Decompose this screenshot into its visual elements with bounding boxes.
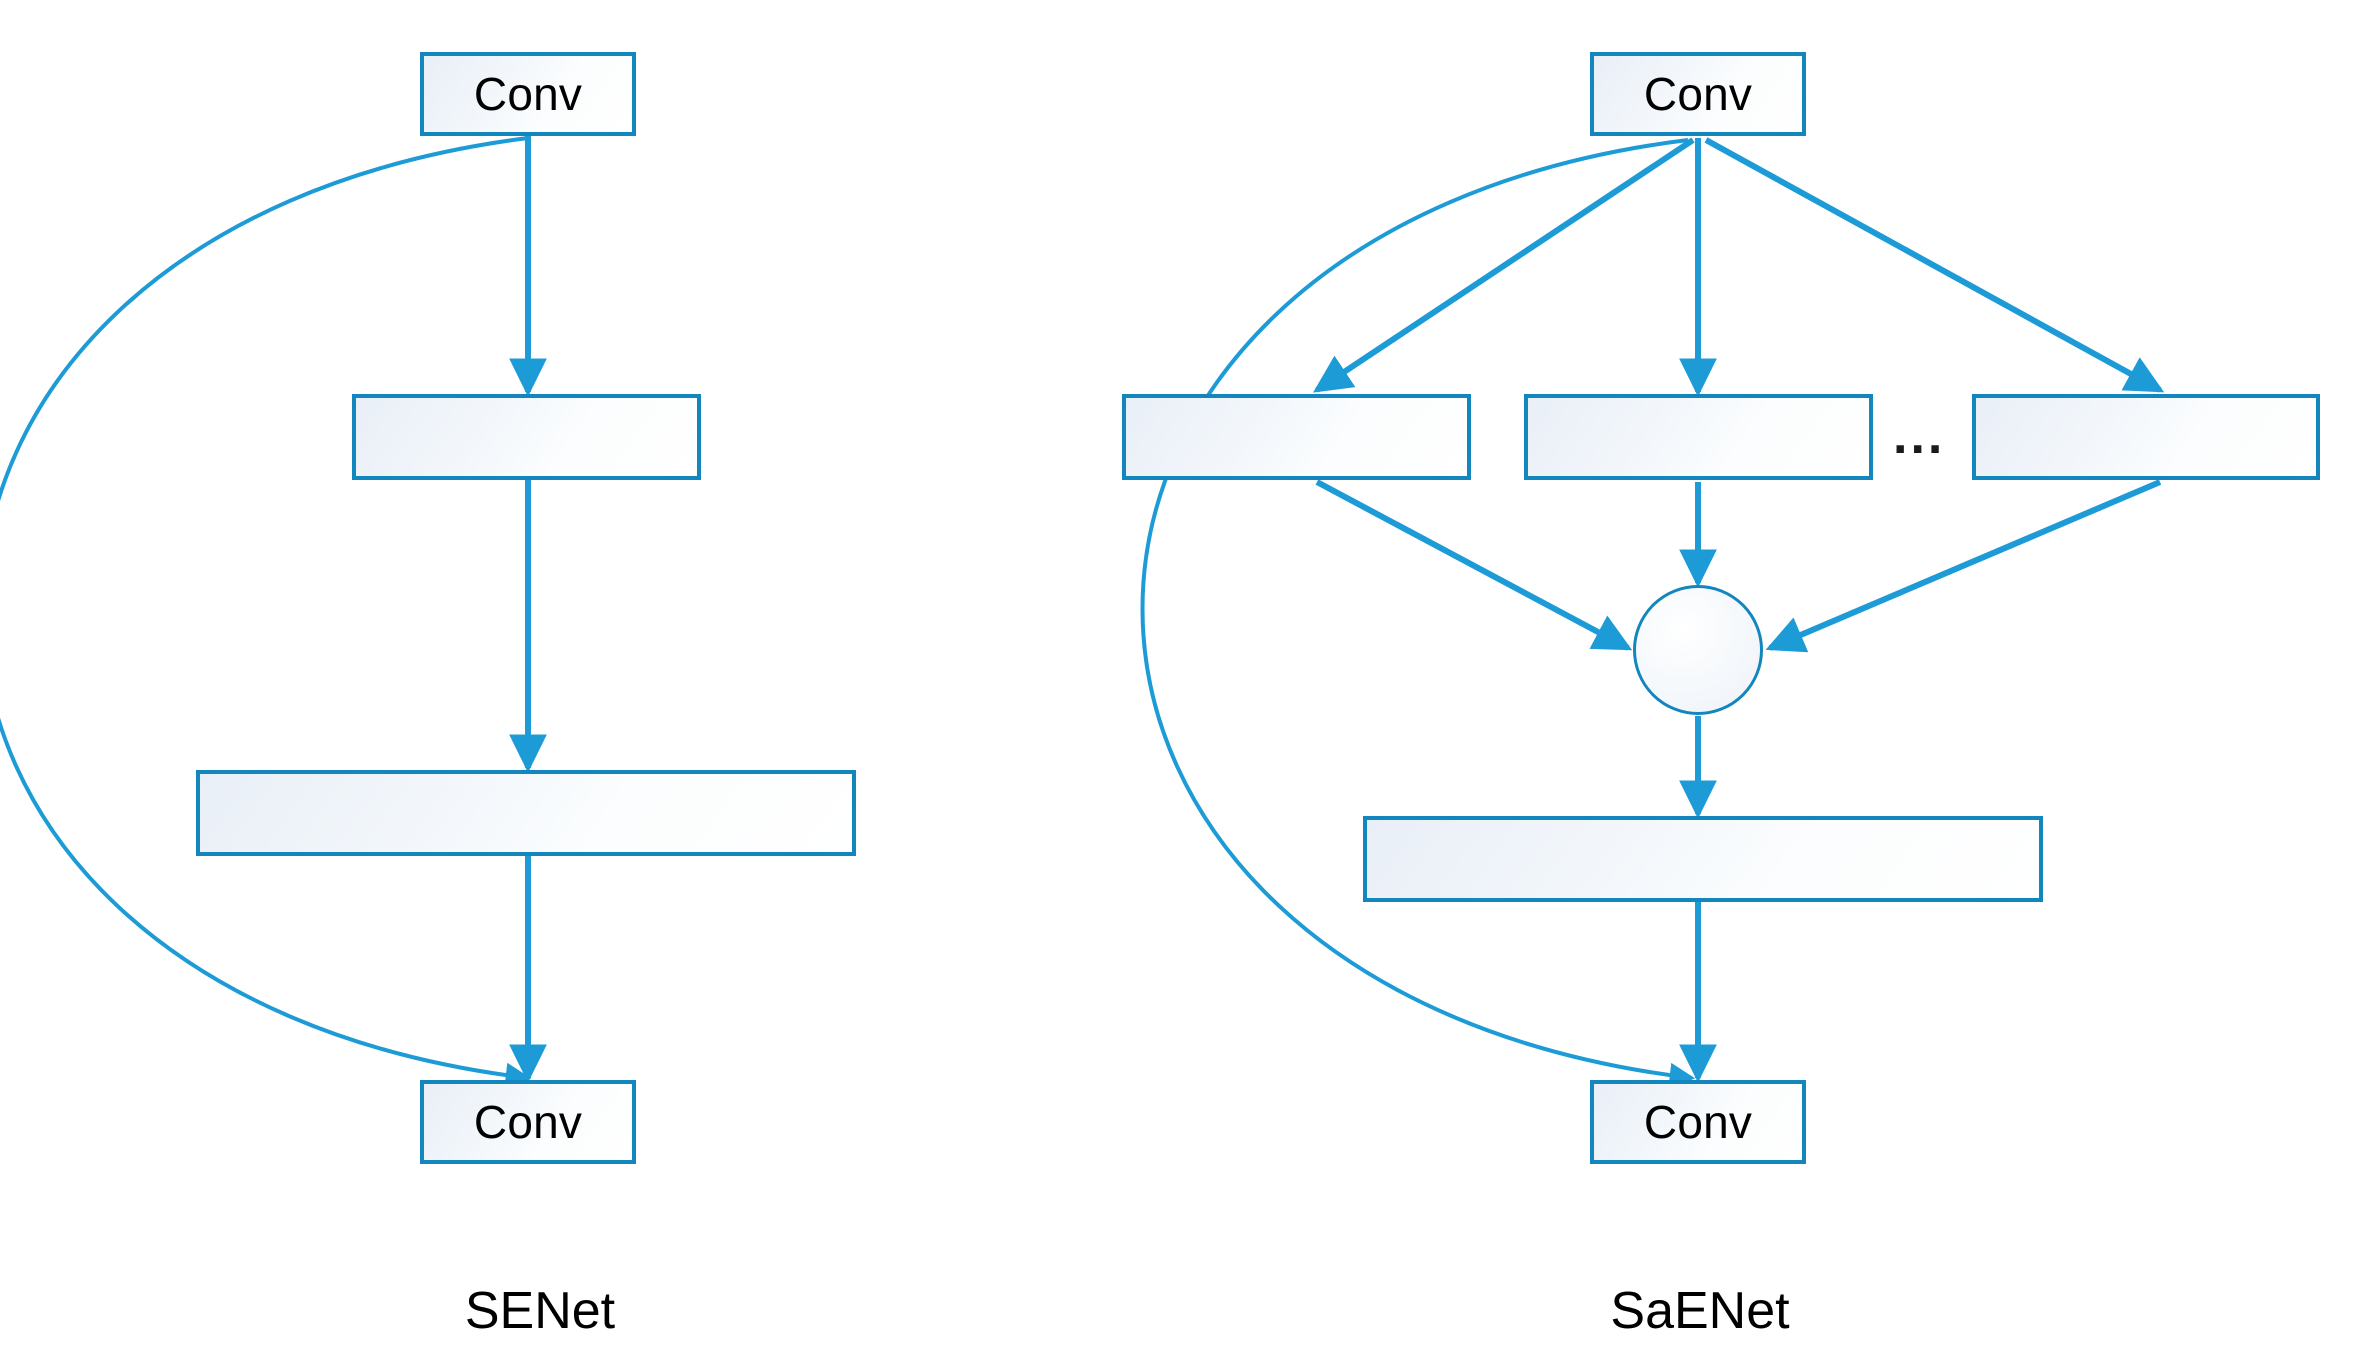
excitation-block[interactable]: [1363, 816, 2043, 902]
conv-block-top[interactable]: Conv: [1590, 52, 1806, 136]
node-label: Conv: [1643, 68, 1753, 120]
attention-branch-1[interactable]: [1122, 394, 1471, 480]
conv-to-branch1-arrow: [1313, 137, 1695, 393]
skip-connection-curve: [0, 136, 532, 1088]
conv-to-branchn-arrow: [1704, 137, 2165, 393]
conv-block-bottom[interactable]: Conv: [1590, 1080, 1806, 1164]
branchn-to-merge-arrow: [1765, 479, 2162, 653]
branch-ellipsis: ...: [1893, 407, 1946, 465]
diagram-caption-senet: SENet: [464, 1282, 616, 1340]
connector-paths: [0, 136, 2165, 1088]
conv-block-bottom[interactable]: Conv: [420, 1080, 636, 1164]
node-label: Conv: [473, 1096, 583, 1148]
node-label: Conv: [473, 68, 583, 120]
branch1-to-merge-arrow: [1315, 479, 1633, 651]
excitation-block[interactable]: [196, 770, 856, 856]
attention-branch-n[interactable]: [1972, 394, 2320, 480]
squeeze-block[interactable]: [352, 394, 701, 480]
conv-block-top[interactable]: Conv: [420, 52, 636, 136]
node-label: Conv: [1643, 1096, 1753, 1148]
merge-node[interactable]: [1633, 585, 1763, 715]
skip-connection-curve: [1140, 138, 1696, 1088]
attention-branch-2[interactable]: [1524, 394, 1873, 480]
diagram-caption-saenet: SaENet: [1610, 1282, 1790, 1340]
